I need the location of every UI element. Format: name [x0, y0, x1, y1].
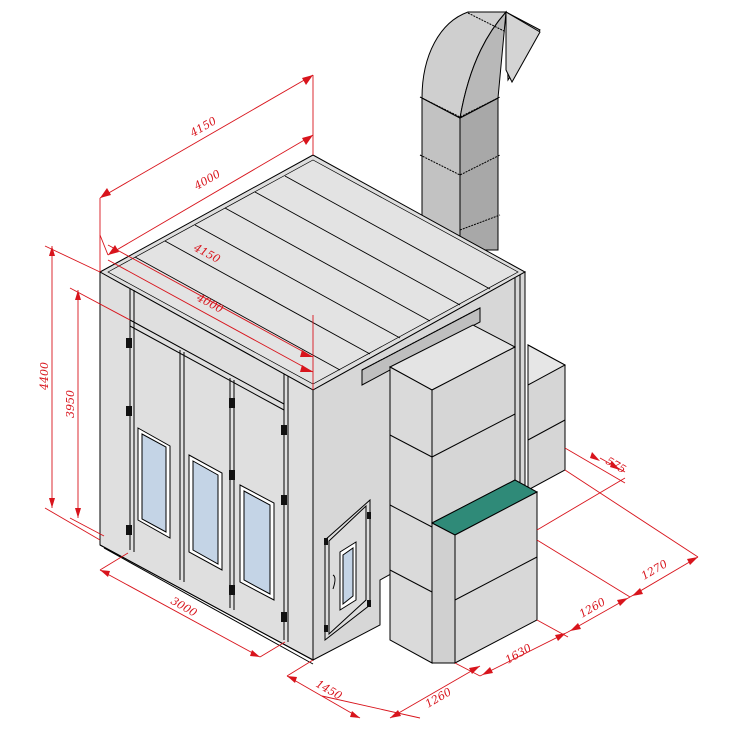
door-window-left: [137, 427, 171, 539]
dim-roof-width-outer: 4150: [187, 114, 219, 140]
door-window-center: [188, 454, 223, 571]
rear-fan-box: [527, 344, 567, 491]
dim-right-offset-b: 1270: [639, 557, 670, 582]
hinge-icons: [126, 338, 287, 622]
dim-roof-width-inner: 4000: [191, 167, 223, 193]
dim-plenum-width: 1260: [423, 685, 454, 710]
dim-height-inner: 3950: [64, 390, 77, 418]
dim-height-outer: 4400: [38, 362, 51, 391]
personnel-door: [324, 498, 371, 642]
dim-side-length: 1450: [314, 677, 345, 702]
exhaust-duct: [419, 10, 541, 251]
plenum-unit: [388, 324, 539, 664]
door-handle-icon: [332, 574, 336, 590]
dim-right-offset-a: 1260: [577, 595, 608, 620]
main-doors: [126, 338, 287, 622]
door-window-right: [239, 484, 275, 601]
dim-plenum-depth: 1630: [503, 641, 534, 666]
